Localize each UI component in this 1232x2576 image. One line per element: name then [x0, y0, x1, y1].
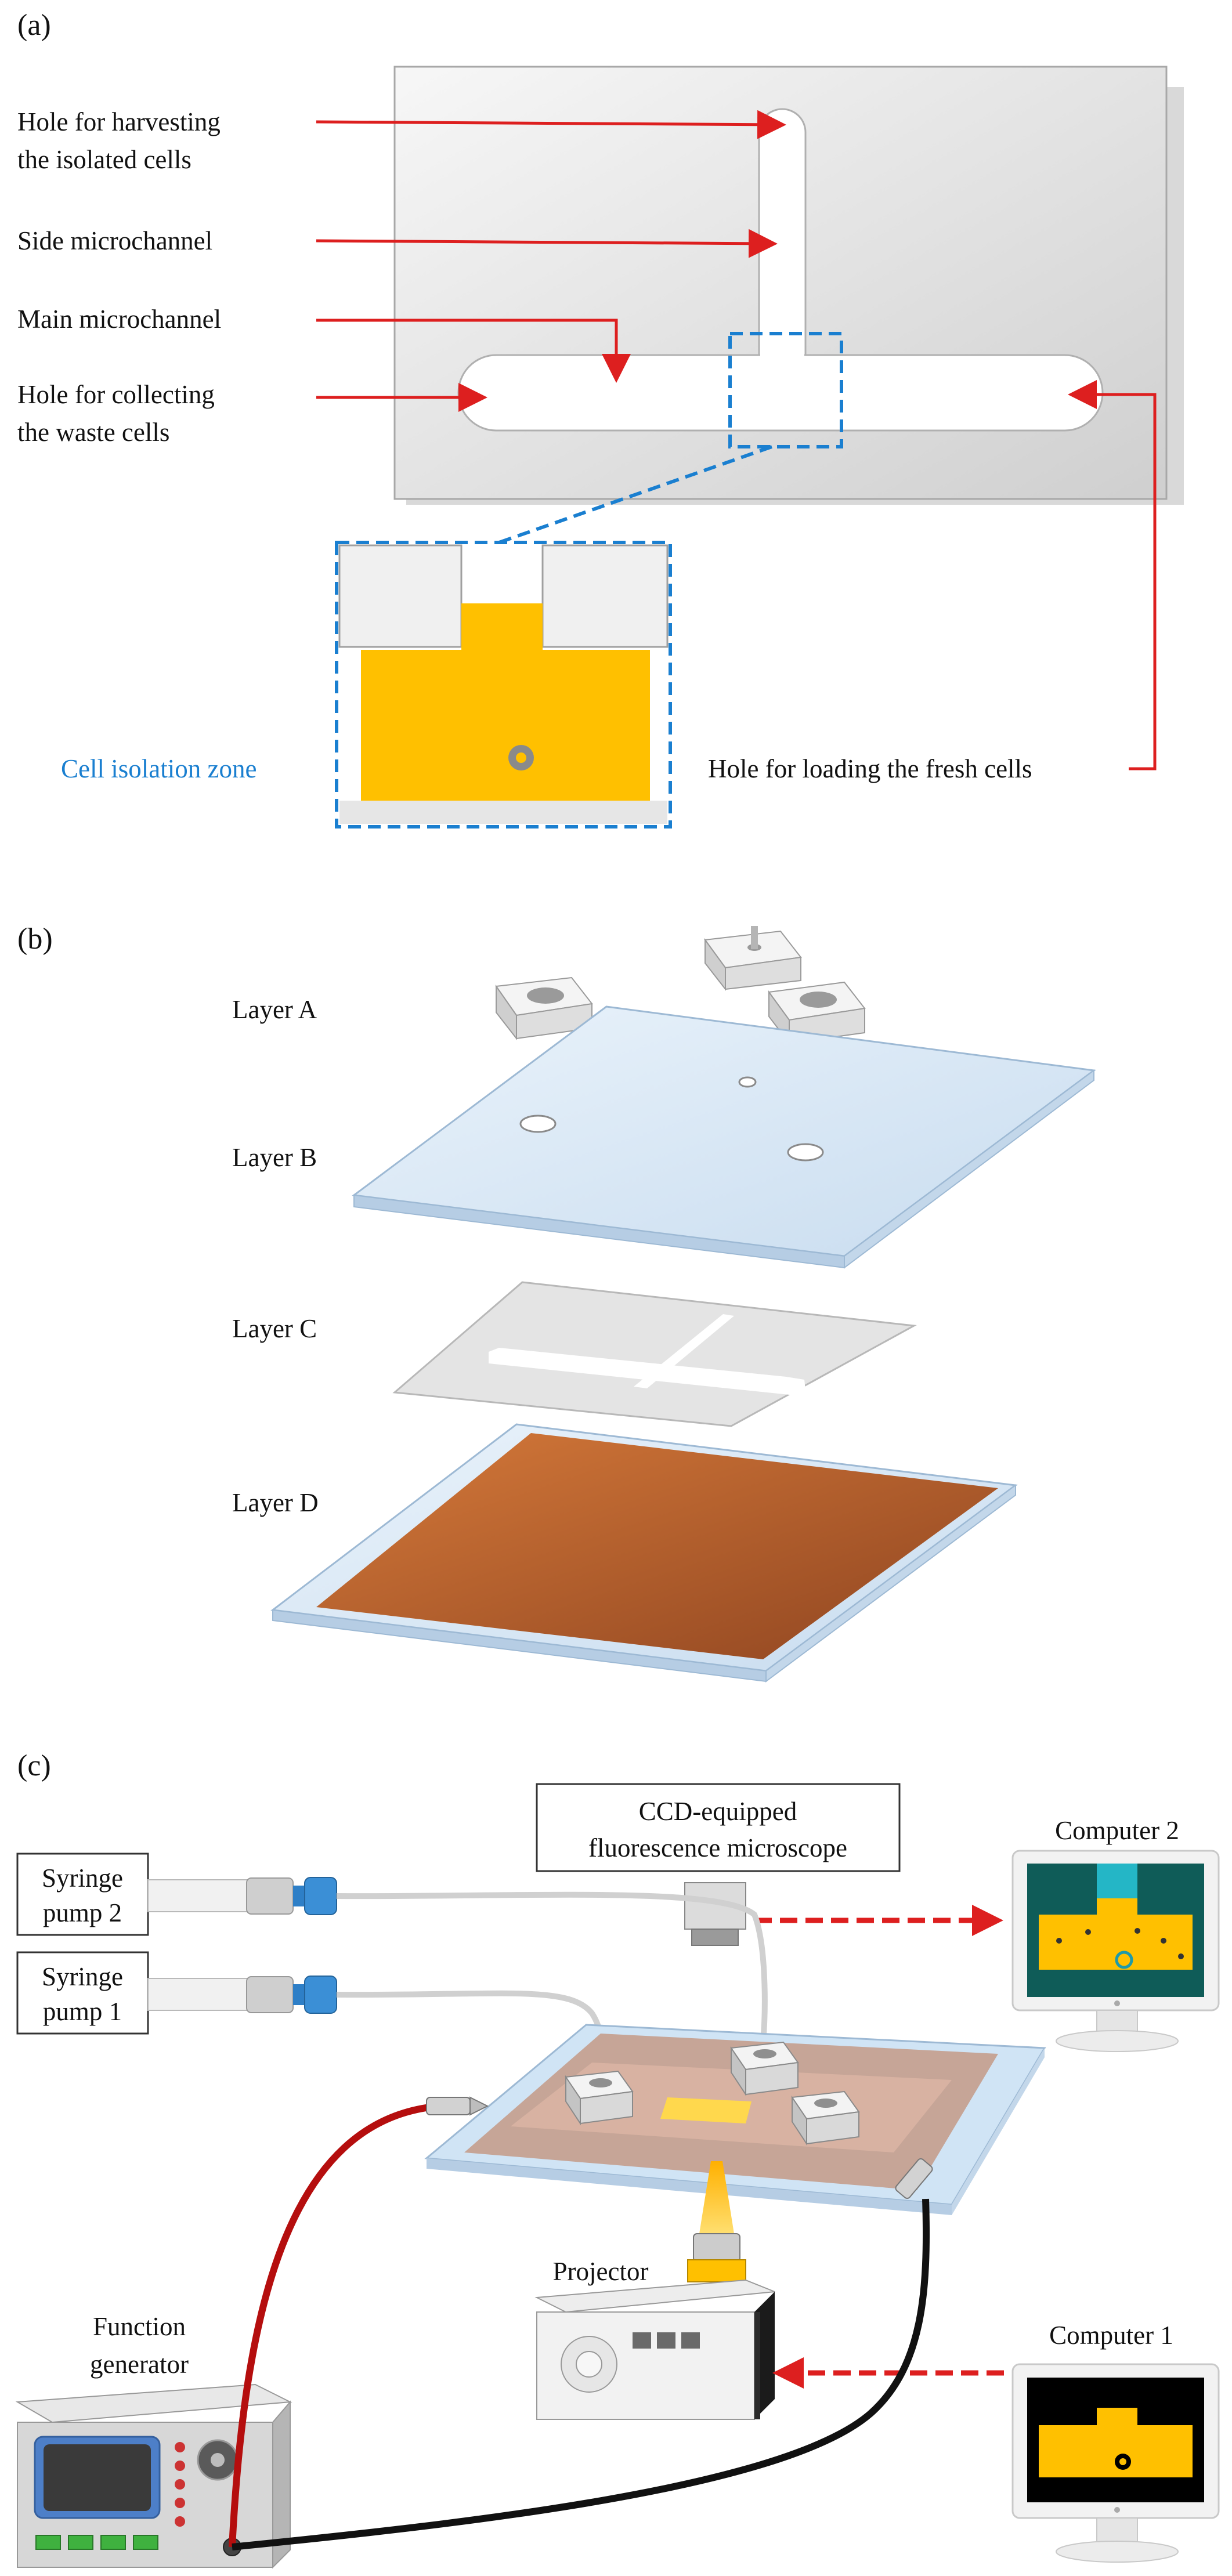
chamber-fill: [361, 603, 650, 801]
pump1-label-1: Syringe: [42, 1962, 123, 1991]
inset-floor: [339, 801, 667, 824]
black-cable: [232, 2198, 930, 2550]
layer-b-hole-left: [519, 1115, 557, 1133]
main-microchannel: [457, 354, 1104, 432]
computer2-label: Computer 2: [1055, 1816, 1179, 1845]
microscope-label-2: fluorescence microscope: [588, 1833, 847, 1862]
isolation-window: [728, 332, 843, 448]
inset-left-block: [338, 544, 463, 648]
layer-b-glass: [352, 1005, 1096, 1269]
layer-a-label: Layer A: [232, 995, 317, 1024]
computer2-monitor: [1011, 1850, 1220, 2052]
arrow-harvest: [316, 110, 786, 139]
generator-label-1: Function: [93, 2312, 186, 2341]
red-probe: [426, 2096, 489, 2116]
microscope-label-1: CCD-equipped: [639, 1797, 797, 1826]
inset-right-block: [541, 544, 669, 648]
projector-label: Projector: [553, 2257, 649, 2286]
trapped-cell-core: [516, 752, 526, 763]
layer-b-hole-right: [787, 1143, 824, 1162]
panel-c-label: (c): [17, 1749, 51, 1782]
projector-beam: [699, 2161, 734, 2234]
arrow-main: [316, 319, 631, 383]
arrow-side: [316, 229, 778, 258]
channel-junction: [760, 348, 804, 361]
inset-frame: [335, 541, 672, 828]
panel-b-label: (b): [17, 922, 53, 956]
panel-a-label: (a): [17, 9, 51, 42]
pump1-label-2: pump 1: [43, 1997, 122, 2026]
callout-main: Main microchannel: [17, 305, 221, 334]
callout-harvest-1: Hole for harvesting: [17, 107, 221, 136]
zoom-line: [498, 445, 772, 544]
syringe-1: [147, 1976, 606, 2078]
computer1-label: Computer 1: [1049, 2321, 1173, 2350]
callout-side: Side microchannel: [17, 226, 212, 255]
panel-b: (b) Layer A Layer B Layer C Layer D: [17, 922, 1096, 1683]
layer-d-electrode: [270, 1423, 1018, 1683]
layer-d-label: Layer D: [232, 1488, 319, 1517]
pump2-label-2: pump 2: [43, 1898, 122, 1927]
panel-c: (c) CCD-equipped fluorescence microscope…: [15, 1749, 1220, 2569]
callout-waste-1: Hole for collecting: [17, 380, 215, 409]
callout-loading: Hole for loading the fresh cells: [708, 754, 1032, 783]
layer-a-block-middle: [704, 926, 802, 991]
layer-a-block-left: [495, 976, 593, 1040]
black-probe: [895, 2158, 933, 2199]
red-cable: [229, 2103, 442, 2548]
pump1-label-box: [16, 1951, 149, 2035]
callout-zone: Cell isolation zone: [61, 754, 256, 783]
layer-b-hole-small: [738, 1076, 757, 1088]
generator-label-2: generator: [90, 2350, 189, 2379]
layer-b-label: Layer B: [232, 1143, 317, 1172]
projector: [534, 2233, 775, 2420]
syringe-2: [147, 1877, 768, 2043]
function-generator: [15, 2383, 292, 2569]
pump2-label-1: Syringe: [42, 1864, 123, 1893]
isolation-zone-inset: [335, 541, 672, 828]
pump2-label-box: [16, 1853, 149, 1936]
microscope-label-box: [536, 1783, 901, 1872]
panel-a: (a) Hole for harvesting the isolated cel…: [17, 9, 1184, 828]
layer-c-label: Layer C: [232, 1314, 317, 1343]
arrow-loading: [1068, 380, 1157, 770]
computer1-monitor: [1011, 2363, 1220, 2563]
callout-harvest-2: the isolated cells: [17, 145, 192, 174]
chip-assembly: [424, 2024, 1046, 2215]
layer-c-spacer: [392, 1281, 917, 1427]
callout-waste-2: the waste cells: [17, 418, 169, 447]
microscope-objective: [684, 1882, 746, 1946]
